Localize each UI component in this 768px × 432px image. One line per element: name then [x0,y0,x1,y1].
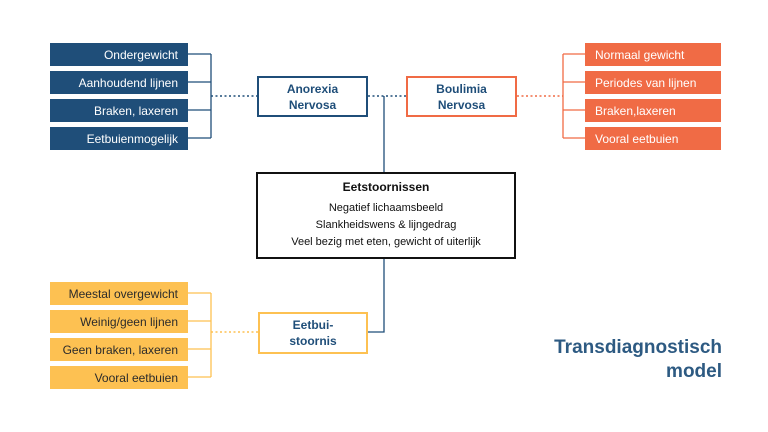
boulimia-trait: Vooral eetbuien [585,127,721,150]
boulimia-title-line1: Boulimia [436,81,487,96]
central-title: Eetstoornissen [342,180,430,194]
boulimia-trait: Normaal gewicht [585,43,721,66]
eetbuistoornis-title-line1: Eetbui- [292,318,334,332]
central-line: Slankheidswens & lijngedrag [315,219,457,231]
eetbuistoornis-bracket [188,292,212,378]
anorexia-trait: Eetbuienmogelijk [50,127,188,150]
eetbuistoornis-node: Eetbui- stoornis [258,312,368,354]
anorexia-bracket [188,53,212,139]
bottom-connector [368,259,385,333]
eetstoornissen-central-box: Eetstoornissen Negatief lichaamsbeeld Sl… [256,172,516,259]
eetbuistoornis-trait: Vooral eetbuien [50,366,188,389]
anorexia-trait: Aanhoudend lijnen [50,71,188,94]
central-line: Veel bezig met eten, gewicht of uiterlij… [291,236,481,248]
eetbuistoornis-trait: Weinig/geen lijnen [50,310,188,333]
eetbuistoornis-trait: Geen braken, laxeren [50,338,188,361]
anorexia-trait: Braken, laxeren [50,99,188,122]
anorexia-title-line2: Nervosa [288,97,337,112]
model-title-line2: model [666,361,722,382]
anorexia-title-line1: Anorexia [286,81,339,96]
boulimia-trait: Periodes van lijnen [585,71,721,94]
model-title-line1: Transdiagnostisch [554,337,722,358]
boulimia-node: Boulimia Nervosa [406,76,517,117]
eetbuistoornis-trait: Meestal overgewicht [50,282,188,305]
eetbuistoornis-title-line2: stoornis [289,334,337,348]
boulimia-trait: Braken,laxeren [585,99,721,122]
anorexia-trait: Ondergewicht [50,43,188,66]
central-line: Negatief lichaamsbeeld [328,202,444,214]
boulimia-title-line2: Nervosa [437,97,486,112]
model-title: Transdiagnostisch model [502,336,722,384]
boulimia-bracket [562,53,585,139]
anorexia-node: Anorexia Nervosa [257,76,368,117]
